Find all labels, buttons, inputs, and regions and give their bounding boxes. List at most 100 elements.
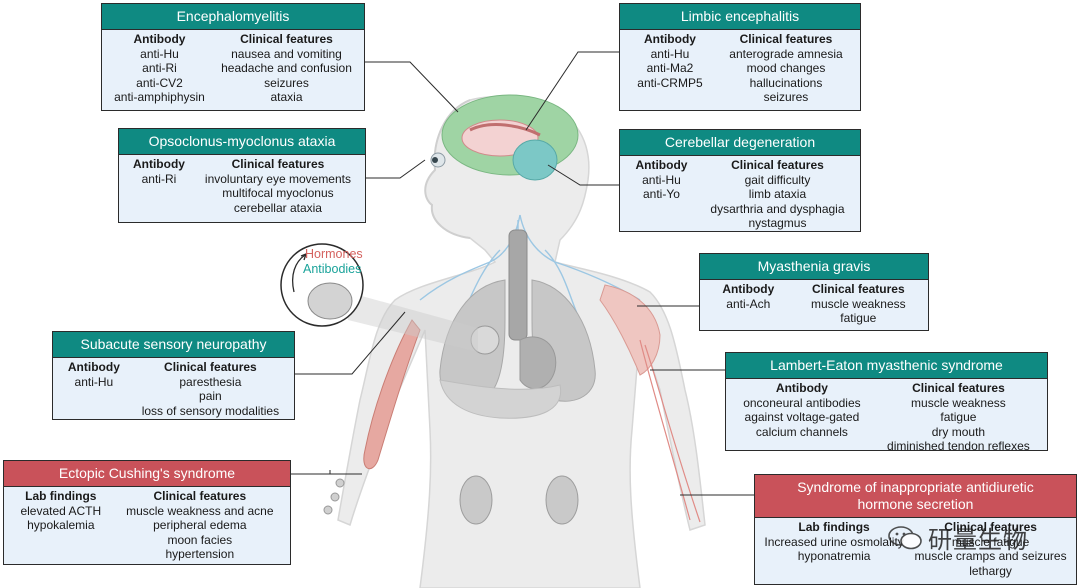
- box-title: Ectopic Cushing's syndrome: [4, 461, 290, 487]
- box-title: Lambert-Eaton myasthenic syndrome: [726, 353, 1047, 379]
- column-label: Antibody: [133, 32, 186, 46]
- clinical-features-column: Clinical features muscle weakness and ac…: [126, 489, 273, 562]
- list-item: anti-Ri: [142, 61, 177, 75]
- column-label: Clinical features: [944, 520, 1037, 534]
- wechat-icon: [888, 525, 922, 549]
- antibody-column: Antibody anti-Hu: [68, 360, 120, 418]
- eye: [430, 152, 446, 168]
- antibodies-label: Antibodies: [303, 262, 362, 276]
- list-item: anti-Hu: [74, 374, 114, 389]
- list-item: limb ataxia: [748, 187, 807, 201]
- list-item: pain: [199, 389, 222, 403]
- list-item: calcium channels: [755, 424, 848, 439]
- arm-muscle-left: [363, 319, 421, 470]
- list-item: diminished tendon reflexes: [887, 439, 1030, 453]
- list-item: seizures: [763, 90, 809, 104]
- list-item: hypokalemia: [27, 518, 95, 532]
- list-item: against voltage-gated: [744, 410, 860, 424]
- ectopic-cushing-box: Ectopic Cushing's syndrome Lab findings …: [3, 460, 291, 565]
- box-title: Encephalomyelitis: [102, 4, 364, 30]
- myasthenia-gravis-box: Myasthenia gravis Antibody anti-Ach Clin…: [699, 253, 929, 331]
- sensory-neuropathy-box: Subacute sensory neuropathy Antibody ant…: [52, 331, 295, 420]
- column-label: Antibody: [67, 360, 120, 374]
- list-item: hallucinations: [749, 75, 823, 90]
- list-item: lethargy: [969, 563, 1012, 578]
- tumor-inset: [280, 243, 364, 327]
- box-title: Opsoclonus-myoclonus ataxia: [119, 129, 365, 155]
- list-item: anti-Hu: [650, 46, 690, 61]
- hormones-label: Hormones: [305, 247, 363, 261]
- watermark-text: 研量生物: [928, 526, 1028, 554]
- item-list: anti-Ri: [133, 172, 185, 187]
- list-item: anti-amphiphysin: [114, 90, 205, 104]
- column-label: Clinical features: [153, 489, 247, 503]
- list-item: fatigue: [840, 311, 877, 325]
- brain: [441, 94, 579, 181]
- list-item: hyponatremia: [797, 549, 871, 563]
- list-item: paresthesia: [179, 374, 242, 389]
- watermark: 研量生物: [888, 520, 1028, 555]
- cell-cluster: [323, 478, 345, 515]
- list-item: ataxia: [270, 90, 303, 104]
- box-title: Syndrome of inappropriate antidiuretic h…: [755, 475, 1076, 518]
- list-item: involuntary eye movements: [204, 171, 351, 186]
- list-item: peripheral edema: [153, 518, 247, 532]
- column-label: Antibody: [643, 32, 696, 46]
- item-list: anti-Hu: [68, 375, 120, 390]
- list-item: anterograde amnesia: [729, 46, 843, 61]
- list-item: Increased urine osmolality: [764, 534, 904, 549]
- column-label: Antibody: [722, 282, 775, 296]
- list-item: fatigue: [940, 410, 977, 424]
- connector-lines: [291, 51, 754, 496]
- list-item: onconeural antibodies: [743, 395, 861, 410]
- list-item: nausea and vomiting: [231, 46, 342, 61]
- column-label: Clinical features: [811, 282, 905, 296]
- zoom-cone: [340, 290, 478, 352]
- list-item: cerebellar ataxia: [233, 200, 322, 215]
- list-item: multifocal myoclonus: [222, 186, 334, 200]
- liver: [439, 379, 562, 419]
- list-item: elevated ACTH: [20, 503, 102, 518]
- column-label: Clinical features: [912, 381, 1005, 395]
- box-title: Subacute sensory neuropathy: [53, 332, 294, 358]
- column-label: Antibody: [635, 158, 688, 172]
- list-item: muscle fatigue: [951, 534, 1030, 549]
- lambert-eaton-box: Lambert-Eaton myasthenic syndrome Antibo…: [725, 352, 1048, 454]
- list-item: nystagmus: [748, 216, 807, 230]
- column-label: Clinical features: [231, 157, 325, 171]
- antibody-column: Antibody anti-Ach: [722, 282, 774, 326]
- list-item: loss of sensory modalities: [141, 403, 280, 418]
- siadh-box: Syndrome of inappropriate antidiuretic h…: [754, 474, 1077, 585]
- list-item: anti-Ma2: [646, 61, 694, 75]
- item-list: anti-Ach: [722, 297, 774, 312]
- list-item: gait difficulty: [744, 172, 811, 187]
- column-label: Antibody: [775, 381, 828, 395]
- list-item: headache and confusion: [221, 61, 352, 75]
- opsoclonus-box: Opsoclonus-myoclonus ataxia Antibody ant…: [118, 128, 366, 223]
- shoulder-muscle-right: [599, 284, 661, 376]
- list-item: anti-Hu: [140, 46, 179, 61]
